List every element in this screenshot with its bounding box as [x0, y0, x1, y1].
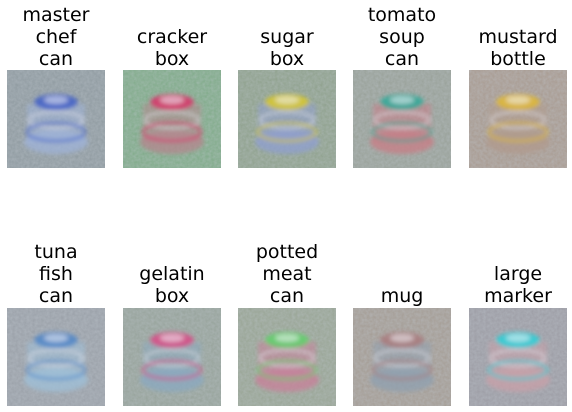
tile-image [353, 308, 451, 406]
tile-visual [238, 70, 336, 168]
tile-image [469, 308, 567, 406]
tile-visual [7, 308, 105, 406]
tile-label: gelatin box [139, 263, 205, 307]
tile-visual [353, 308, 451, 406]
tile-label: mug [380, 285, 424, 307]
tile-image [469, 70, 567, 168]
tile-image [7, 70, 105, 168]
tile-label: master chef can [22, 4, 90, 70]
tile-visual [469, 70, 567, 168]
tile-label: large marker [484, 263, 552, 307]
tile-image [123, 70, 221, 168]
tile-visual [353, 70, 451, 168]
tile-label: tuna fish can [34, 241, 78, 307]
tile-image [238, 70, 336, 168]
tile-visual [238, 308, 336, 406]
tile-visual [123, 70, 221, 168]
tile-visual [469, 308, 567, 406]
tile-visual [123, 308, 221, 406]
tile-visual [7, 70, 105, 168]
tile-image [123, 308, 221, 406]
tile-label: mustard bottle [478, 26, 558, 70]
tile-label: potted meat can [255, 241, 319, 307]
tile-label: tomato soup can [367, 4, 437, 70]
tile-image [7, 308, 105, 406]
tile-image [353, 70, 451, 168]
tile-label: cracker box [136, 26, 208, 70]
tile-image [238, 308, 336, 406]
tile-label: sugar box [260, 26, 314, 70]
